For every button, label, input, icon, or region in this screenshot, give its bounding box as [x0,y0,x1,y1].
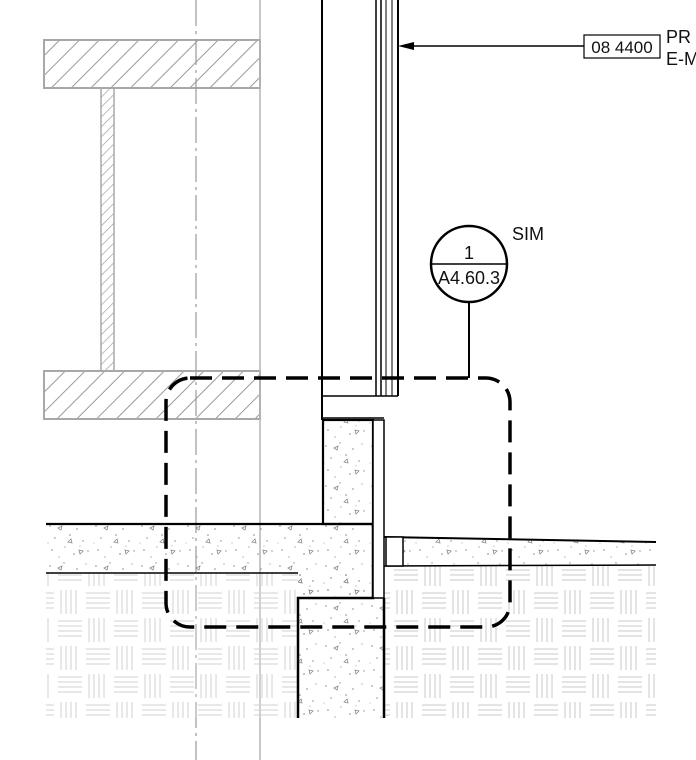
spec-code-box [583,34,661,59]
wall-system [321,0,399,420]
spec-code: 08 4400 [591,38,652,57]
earth-fill [46,566,656,718]
detail-note: SIM [512,224,544,244]
spec-text-line2: E-M [666,49,696,69]
foundation-wall [296,524,386,718]
detail-number: 1 [464,243,474,263]
detail-sheet: A4.60.3 [438,268,500,288]
detail-tag: 1 A4.60.3 SIM [429,224,544,304]
slab-on-grade [46,522,373,574]
spec-callout: 08 4400 PR E-M [398,27,696,69]
exterior-paving [383,536,657,567]
detail-boundary [164,376,512,629]
arrowhead-icon [398,42,414,50]
spec-text-line1: PR [666,27,691,47]
concrete-curb [321,418,385,599]
